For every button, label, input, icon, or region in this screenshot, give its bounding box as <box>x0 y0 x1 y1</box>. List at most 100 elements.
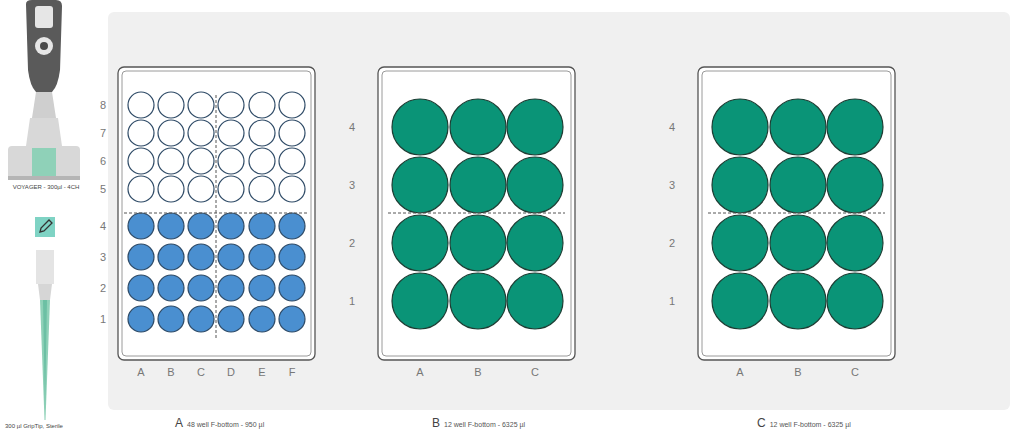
well <box>218 148 244 174</box>
row-label: 3 <box>100 252 106 263</box>
well <box>507 273 563 329</box>
row-label: 3 <box>669 180 675 191</box>
well <box>128 306 154 332</box>
well <box>450 273 506 329</box>
well <box>712 215 768 271</box>
well <box>158 244 184 270</box>
row-label: 3 <box>349 180 355 191</box>
row-label: 8 <box>100 100 106 111</box>
well <box>158 213 184 239</box>
plate-caption: A 48 well F-bottom - 950 µl <box>175 414 264 430</box>
well <box>188 275 214 301</box>
well <box>218 176 244 202</box>
plates-illustration <box>118 67 895 360</box>
plate-description: 12 well F-bottom - 6325 µl <box>770 421 851 428</box>
well-plate: C12 well F-bottom - 6325 µl <box>698 67 895 360</box>
column-label: B <box>167 367 174 378</box>
well <box>770 273 826 329</box>
well <box>279 148 305 174</box>
column-label: C <box>851 367 859 378</box>
well <box>218 244 244 270</box>
well <box>712 157 768 213</box>
column-label: B <box>794 367 801 378</box>
well <box>450 99 506 155</box>
well <box>249 92 275 118</box>
well <box>770 99 826 155</box>
well <box>392 273 448 329</box>
well <box>188 213 214 239</box>
well <box>249 244 275 270</box>
well <box>507 99 563 155</box>
well <box>827 99 883 155</box>
well <box>392 215 448 271</box>
well <box>158 148 184 174</box>
panel-ground <box>108 12 1010 410</box>
plate-drawing <box>378 67 575 360</box>
row-label: 4 <box>100 221 106 232</box>
well <box>128 213 154 239</box>
well <box>249 148 275 174</box>
well <box>128 275 154 301</box>
well <box>279 120 305 146</box>
well <box>249 275 275 301</box>
row-label: 4 <box>669 122 675 133</box>
column-label: A <box>137 367 144 378</box>
well <box>158 92 184 118</box>
well <box>712 273 768 329</box>
column-label: F <box>289 367 296 378</box>
well <box>392 157 448 213</box>
column-label: C <box>531 367 539 378</box>
well <box>279 213 305 239</box>
row-label: 2 <box>349 238 355 249</box>
well <box>128 148 154 174</box>
column-label: B <box>474 367 481 378</box>
well <box>827 273 883 329</box>
column-label: D <box>227 367 235 378</box>
well <box>249 306 275 332</box>
well <box>392 99 448 155</box>
well <box>128 92 154 118</box>
plate-letter: A <box>175 416 183 430</box>
well <box>770 215 826 271</box>
row-label: 5 <box>100 184 106 195</box>
plate-caption: C 12 well F-bottom - 6325 µl <box>757 414 851 430</box>
plate-drawing <box>118 67 315 360</box>
tip-illustration <box>36 250 54 420</box>
well <box>188 92 214 118</box>
column-label: E <box>258 367 265 378</box>
well <box>827 215 883 271</box>
well <box>158 306 184 332</box>
well <box>188 148 214 174</box>
well <box>188 244 214 270</box>
well <box>249 176 275 202</box>
well <box>279 92 305 118</box>
plate-description: 48 well F-bottom - 950 µl <box>187 421 264 428</box>
plate-description: 12 well F-bottom - 6325 µl <box>444 421 525 428</box>
well <box>188 176 214 202</box>
well <box>158 275 184 301</box>
well-plate: A48 well F-bottom - 950 µl <box>118 67 315 360</box>
well <box>507 215 563 271</box>
well <box>218 120 244 146</box>
well <box>218 213 244 239</box>
pipette-illustration <box>8 0 80 180</box>
well <box>507 157 563 213</box>
plate-letter: C <box>757 416 766 430</box>
well <box>158 120 184 146</box>
well <box>279 244 305 270</box>
column-label: A <box>736 367 743 378</box>
well <box>279 176 305 202</box>
well <box>279 306 305 332</box>
well <box>827 157 883 213</box>
well <box>712 99 768 155</box>
tip-label: 300 µl GripTip, Sterile <box>5 423 63 429</box>
well <box>249 120 275 146</box>
plate-caption: B12 well F-bottom - 6325 µl <box>432 414 525 430</box>
plate-drawing <box>698 67 895 360</box>
well <box>128 120 154 146</box>
row-label: 1 <box>349 296 355 307</box>
well <box>158 176 184 202</box>
well <box>218 92 244 118</box>
row-label: 2 <box>100 283 106 294</box>
